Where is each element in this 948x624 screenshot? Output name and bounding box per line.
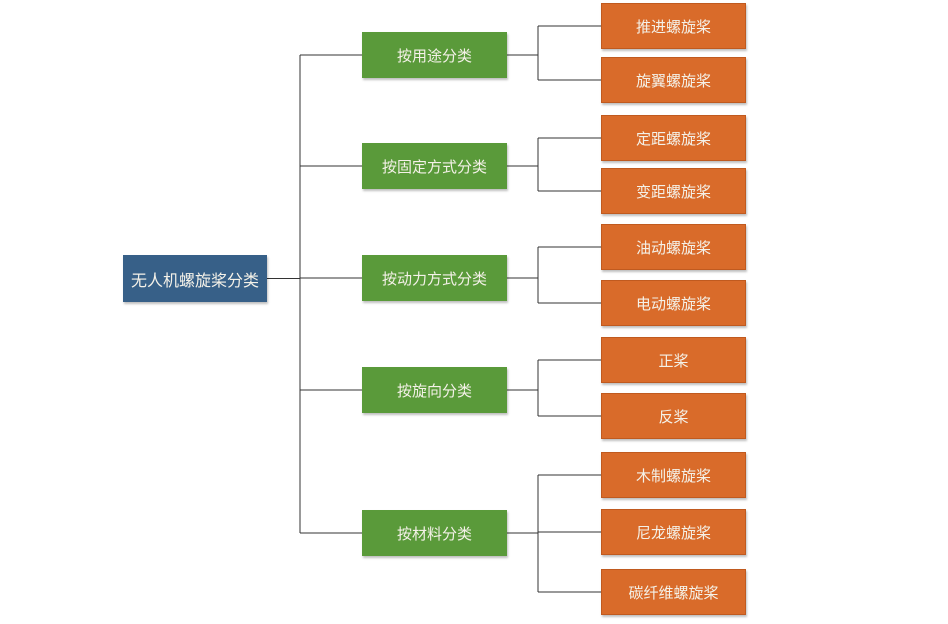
leaf-variable-pitch-propeller: 变距螺旋桨 [601, 168, 746, 214]
leaf-carbon-fiber-propeller: 碳纤维螺旋桨 [601, 569, 746, 615]
category-material: 按材料分类 [362, 510, 507, 556]
leaf-electric-propeller: 电动螺旋桨 [601, 280, 746, 326]
category-rotation: 按旋向分类 [362, 367, 507, 413]
leaf-cw-propeller: 正桨 [601, 337, 746, 383]
category-mounting: 按固定方式分类 [362, 143, 507, 189]
leaf-fixed-pitch-propeller: 定距螺旋桨 [601, 115, 746, 161]
category-power: 按动力方式分类 [362, 255, 507, 301]
leaf-pusher-propeller: 推进螺旋桨 [601, 3, 746, 49]
category-usage: 按用途分类 [362, 32, 507, 78]
leaf-rotor-propeller: 旋翼螺旋桨 [601, 57, 746, 103]
leaf-wood-propeller: 木制螺旋桨 [601, 452, 746, 498]
root-node: 无人机螺旋桨分类 [123, 255, 267, 302]
leaf-nylon-propeller: 尼龙螺旋桨 [601, 509, 746, 555]
leaf-fuel-propeller: 油动螺旋桨 [601, 224, 746, 270]
leaf-ccw-propeller: 反桨 [601, 393, 746, 439]
